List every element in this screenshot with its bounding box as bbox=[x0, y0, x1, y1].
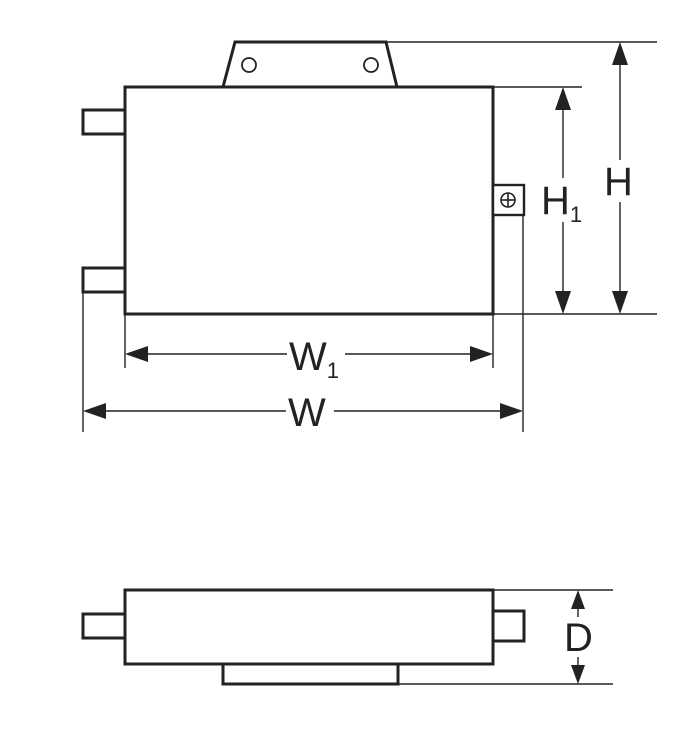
side-view: D bbox=[81, 588, 613, 686]
dimension-w1: W1 bbox=[125, 332, 493, 383]
dimension-h: H bbox=[602, 42, 638, 314]
side-bottom-plate bbox=[221, 662, 400, 686]
label-d: D bbox=[564, 616, 593, 660]
main-body bbox=[123, 85, 495, 316]
label-w: W bbox=[288, 391, 326, 435]
label-h1: H1 bbox=[541, 179, 582, 227]
side-terminal-left bbox=[81, 612, 127, 640]
label-h: H bbox=[604, 160, 633, 204]
mounting-bracket bbox=[221, 40, 399, 89]
side-terminal-right bbox=[491, 609, 526, 643]
side-main-body bbox=[123, 588, 495, 666]
mounting-hole-right bbox=[363, 57, 379, 73]
dimension-h1: H1 bbox=[540, 87, 590, 314]
dimension-d: D bbox=[562, 590, 596, 684]
ground-terminal-icon bbox=[491, 183, 526, 217]
terminal-top-left bbox=[81, 108, 127, 136]
mounting-hole-left bbox=[241, 57, 257, 73]
dimension-w: W bbox=[83, 390, 523, 435]
terminal-bottom-left bbox=[81, 266, 127, 294]
label-w1: W1 bbox=[289, 335, 339, 383]
front-view: H1 H W1 W bbox=[81, 40, 657, 435]
